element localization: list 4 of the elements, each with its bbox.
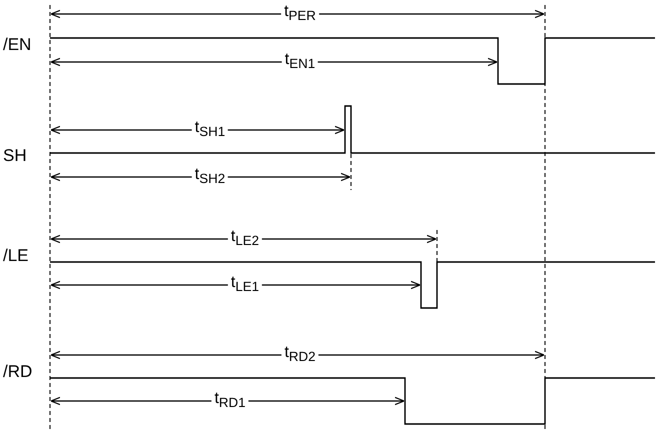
signal-name: /RD [3,363,32,381]
signal-name: SH [3,147,27,165]
signal-name: /EN [3,36,32,54]
signal-name: /LE [3,247,29,265]
